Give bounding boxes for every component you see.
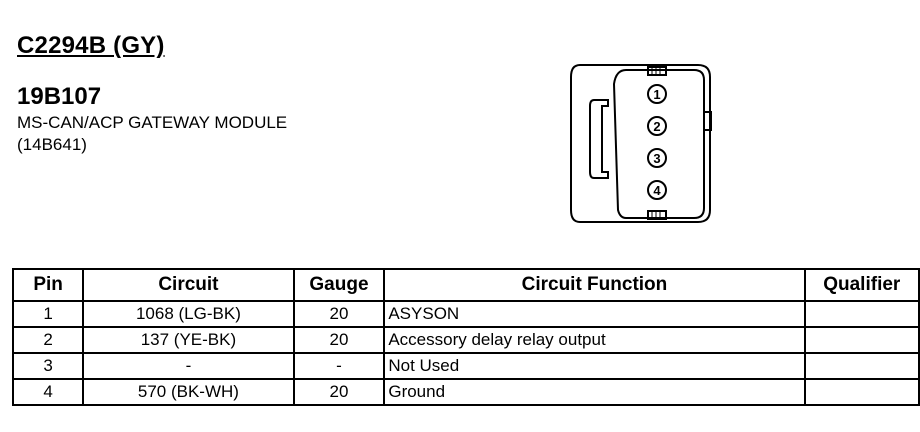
connector-tab-top: [647, 66, 667, 76]
header-pin: Pin: [11, 268, 85, 302]
header-circuit-function: Circuit Function: [383, 268, 806, 302]
pinout-table: Pin Circuit Gauge Circuit Function Quali…: [11, 268, 920, 406]
header-circuit: Circuit: [82, 268, 295, 302]
qualifier-cell: [803, 378, 920, 406]
module-code: (14B641): [17, 135, 87, 154]
table-header-row: Pin Circuit Gauge Circuit Function Quali…: [11, 268, 920, 302]
connector-housing: [570, 64, 711, 223]
qualifier-cell: [803, 352, 920, 380]
gauge-cell: 20: [292, 300, 386, 328]
pin-cell: 4: [11, 378, 85, 406]
part-number: 19B107: [17, 83, 102, 110]
pin-1-marker: [647, 84, 667, 104]
pin-4-marker: [647, 180, 667, 200]
circuit-cell: 1068 (LG-BK): [82, 300, 295, 328]
module-description: MS-CAN/ACP GATEWAY MODULE: [17, 113, 288, 132]
function-cell: Not Used: [383, 352, 806, 380]
connector-title: C2294B (GY): [17, 32, 165, 59]
circuit-cell: -: [82, 352, 295, 380]
pin-3-label: 3: [653, 151, 660, 166]
pin-1-label: 1: [653, 87, 660, 102]
connector-tab-bottom: [647, 210, 667, 220]
connector-latch: [589, 99, 609, 179]
table-row: 2 137 (YE-BK) 20 Accessory delay relay o…: [11, 326, 920, 354]
function-cell: ASYSON: [383, 300, 806, 328]
header-gauge: Gauge: [292, 268, 386, 302]
connector-key: [703, 111, 712, 131]
table-row: 1 1068 (LG-BK) 20 ASYSON: [11, 300, 920, 328]
gauge-cell: 20: [292, 326, 386, 354]
function-cell: Ground: [383, 378, 806, 406]
table-row: 3 - - Not Used: [11, 352, 920, 380]
qualifier-cell: [803, 300, 920, 328]
pin-cell: 2: [11, 326, 85, 354]
pin-cell: 1: [11, 300, 85, 328]
gauge-cell: -: [292, 352, 386, 380]
connector-face-diagram: 1 2 3 4: [570, 64, 712, 223]
connector-inner-body: [612, 69, 705, 219]
pin-cell: 3: [11, 352, 85, 380]
function-cell: Accessory delay relay output: [383, 326, 806, 354]
circuit-cell: 570 (BK-WH): [82, 378, 295, 406]
pin-2-marker: [647, 116, 667, 136]
pin-3-marker: [647, 148, 667, 168]
header-qualifier: Qualifier: [803, 268, 920, 302]
pin-2-label: 2: [653, 119, 660, 134]
pin-4-label: 4: [653, 183, 661, 198]
gauge-cell: 20: [292, 378, 386, 406]
qualifier-cell: [803, 326, 920, 354]
table-row: 4 570 (BK-WH) 20 Ground: [11, 378, 920, 406]
circuit-cell: 137 (YE-BK): [82, 326, 295, 354]
